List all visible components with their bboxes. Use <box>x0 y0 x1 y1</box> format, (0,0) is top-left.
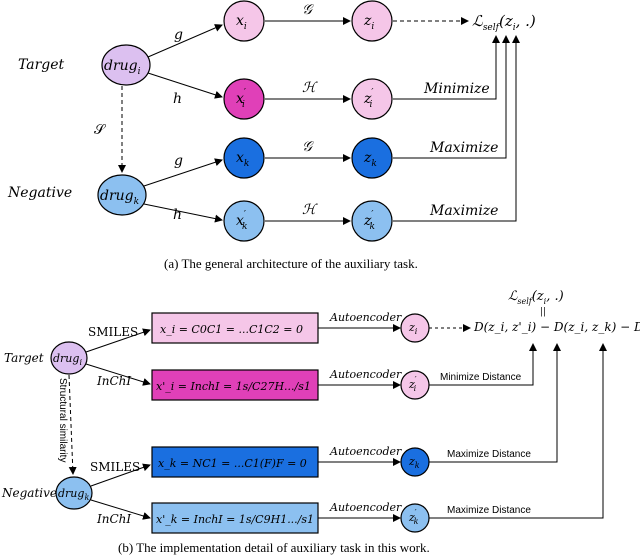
maximize-line-2 <box>393 35 520 222</box>
drug-i-node-a <box>101 44 151 86</box>
autoencoder-label-3: Autoencoder <box>329 445 402 458</box>
loss-label-b: ℒself(zi, .) <box>508 289 564 306</box>
negative-label-b: Negative <box>1 486 57 500</box>
svg-text:zk: zk <box>363 150 377 169</box>
h-label-bottom: h <box>173 207 182 223</box>
loss-expression: D(z_i, z'_i) − D(z_i, z_k) − D(z_i, z'_k… <box>473 320 640 334</box>
inchi-label-top: InChI <box>96 374 131 388</box>
svg-text:z′k: z′k <box>408 508 419 526</box>
negative-label-a: Negative <box>7 185 72 201</box>
zi-node <box>351 0 393 42</box>
svg-text:drugi: drugi <box>104 58 141 77</box>
svg-text:xi: xi <box>236 13 247 32</box>
drug-k-node-b <box>55 476 93 510</box>
svg-text:zi: zi <box>363 13 374 32</box>
svg-text:drugk: drugk <box>58 487 89 502</box>
loss-label-a: ℒself(zi, .) <box>472 12 536 33</box>
minimize-distance-label: Minimize Distance <box>440 372 522 383</box>
h-label-top: h <box>173 91 182 107</box>
box-xi-prime-text: x'_i = InchI = 1s/C27H.../s1 <box>156 380 311 393</box>
enc-H-label-1: ℋ <box>302 80 318 96</box>
xi-node <box>223 0 265 42</box>
smiles-label-bottom: SMILES <box>90 460 140 474</box>
minimize-label: Minimize <box>423 81 490 97</box>
target-label-b: Target <box>4 351 44 365</box>
box-xk-prime-text: x'_k = InchI = 1s/C9H1.../s1 <box>156 513 314 526</box>
svg-text:zi: zi <box>408 321 418 336</box>
enc-G-label-1: 𝒢 <box>302 2 314 18</box>
zk-prime-node <box>351 200 393 242</box>
arrow-smiles-bottom <box>90 463 151 487</box>
maximize-distance-label-1: Maximize Distance <box>447 449 531 460</box>
xk-prime-node <box>223 200 265 242</box>
minimize-line <box>393 35 500 100</box>
box-xk <box>151 446 319 478</box>
xk-node <box>223 137 265 179</box>
xi-prime-node <box>223 78 265 120</box>
maximize-label-1: Maximize <box>429 140 498 156</box>
arrow-smiles-top <box>85 328 151 353</box>
box-xi <box>151 312 319 344</box>
part-b: ℒself(zi, .) || D(z_i, z'_i) − D(z_i, z_… <box>1 289 640 555</box>
caption-a: (a) The general architecture of the auxi… <box>164 256 418 271</box>
inchi-label-bottom: InChI <box>96 512 131 526</box>
enc-G-label-2: 𝒢 <box>302 139 314 155</box>
zi-prime-node <box>351 78 393 120</box>
part-a: Target Negative drugi drugk 𝒮 g h g h xi… <box>7 0 536 271</box>
arrow-h-bottom <box>143 203 223 223</box>
caption-b: (b) The implementation detail of auxilia… <box>118 540 430 555</box>
svg-text:x′i: x′i <box>236 88 246 110</box>
arrow-g-top <box>147 24 223 58</box>
drug-k-text-a: drug <box>100 188 134 204</box>
svg-text:x′k: x′k <box>236 210 247 232</box>
arrow-inchi-top <box>85 363 151 386</box>
smiles-label-top: SMILES <box>88 325 138 339</box>
arrow-h-top <box>147 72 223 99</box>
maximize-line-1 <box>393 35 510 159</box>
svg-text:xk: xk <box>236 150 249 169</box>
zk-node <box>351 137 393 179</box>
svg-text:zk: zk <box>408 455 420 470</box>
autoencoder-label-2: Autoencoder <box>329 368 402 381</box>
box-xk-prime <box>151 502 319 534</box>
maximize-label-2: Maximize <box>429 203 498 219</box>
maximize-distance-label-2: Maximize Distance <box>447 505 531 516</box>
maximize-distance-line-1 <box>429 343 561 463</box>
arrow-g-bottom <box>143 158 223 187</box>
autoencoder-label-1: Autoencoder <box>329 311 402 324</box>
box-xk-text: x_k = NC1 = ...C1(F)F = 0 <box>158 457 307 470</box>
svg-text:z′i: z′i <box>363 88 373 110</box>
maximize-distance-line-2 <box>429 343 607 519</box>
equals-sign: || <box>540 307 546 317</box>
drug-i-node-b <box>50 341 88 375</box>
arrow-inchi-bottom <box>90 499 151 520</box>
g-label-top: g <box>174 27 183 43</box>
svg-text:drugk: drugk <box>100 188 139 207</box>
svg-text:z′k: z′k <box>363 210 375 232</box>
svg-text:z′i: z′i <box>408 375 417 393</box>
target-label-a: Target <box>18 57 65 73</box>
g-label-bottom: g <box>174 153 183 169</box>
enc-H-label-2: ℋ <box>302 202 318 218</box>
drug-k-text-b: drug <box>58 487 84 500</box>
box-xi-text: x_i = C0C1 = ...C1C2 = 0 <box>160 323 303 336</box>
autoencoder-label-4: Autoencoder <box>329 501 402 514</box>
structural-similarity-label: Structural similarity <box>57 378 68 462</box>
svg-text:drugi: drugi <box>53 352 82 367</box>
drug-k-node-a <box>97 174 147 216</box>
drug-i-text-a: drug <box>104 58 138 74</box>
box-xi-prime <box>151 369 319 401</box>
minimize-distance-line <box>429 343 537 386</box>
drug-i-text-b: drug <box>53 352 79 365</box>
structural-similarity-arrow <box>68 374 77 475</box>
similarity-label-a: 𝒮 <box>94 122 107 138</box>
